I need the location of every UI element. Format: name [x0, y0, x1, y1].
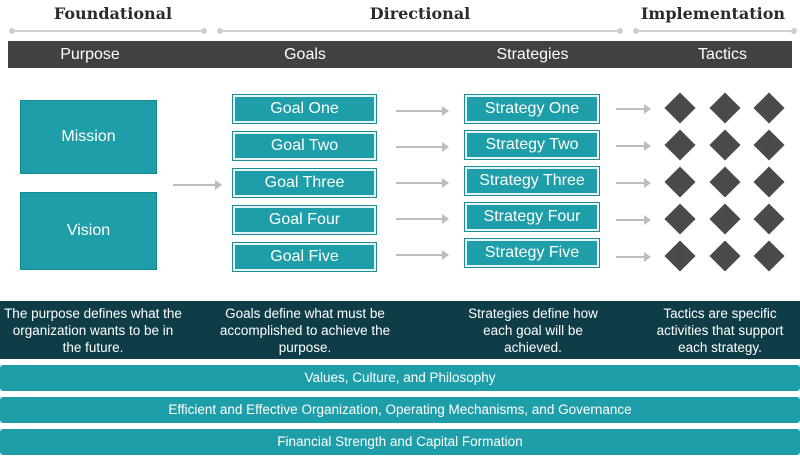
- description-tactics: Tactics are specific activities that sup…: [656, 306, 784, 355]
- strategy-box-five: Strategy Five: [464, 238, 600, 268]
- tactic-diamond: [709, 92, 741, 124]
- description-purpose: The purpose defines what the organizatio…: [4, 306, 182, 355]
- arrow-purpose-to-goals: [173, 180, 222, 190]
- strategy-box-two: Strategy Two: [464, 130, 600, 160]
- phase-rule-implementation: [633, 28, 797, 34]
- goal-box-four: Goal Four: [232, 205, 377, 235]
- column-header-strategies: Strategies: [496, 46, 569, 63]
- column-header-band: [8, 41, 792, 68]
- phase-directional: Directional: [369, 4, 471, 23]
- arrow-goal-to-strategy-one: [396, 106, 449, 116]
- arrow-strategy-to-tactics-one: [616, 104, 651, 114]
- tactic-diamond: [664, 240, 696, 272]
- phase-foundational: Foundational: [53, 4, 173, 23]
- column-header-purpose: Purpose: [60, 46, 120, 63]
- arrow-goal-to-strategy-five: [396, 250, 449, 260]
- mission-box: Mission: [20, 100, 157, 174]
- foundation-bar-financial: Financial Strength and Capital Formation: [0, 429, 800, 455]
- tactic-diamond: [664, 129, 696, 161]
- phase-rule-foundational: [9, 28, 207, 34]
- phase-implementation: Implementation: [640, 4, 786, 23]
- tactic-diamond: [753, 240, 785, 272]
- foundation-bar-values: Values, Culture, and Philosophy: [0, 365, 800, 391]
- tactic-diamond: [709, 240, 741, 272]
- column-header-goals: Goals: [284, 46, 326, 63]
- goal-box-one: Goal One: [232, 94, 377, 124]
- strategy-box-one: Strategy One: [464, 94, 600, 124]
- arrow-goal-to-strategy-four: [396, 214, 449, 224]
- tactic-diamond: [753, 129, 785, 161]
- column-header-tactics: Tactics: [698, 46, 747, 63]
- strategy-box-four: Strategy Four: [464, 202, 600, 232]
- arrow-goal-to-strategy-two: [396, 142, 449, 152]
- tactic-diamond: [709, 129, 741, 161]
- tactic-diamond: [753, 166, 785, 198]
- tactic-diamond: [709, 203, 741, 235]
- description-strategies: Strategies define how each goal will be …: [468, 306, 598, 355]
- tactic-diamond: [753, 92, 785, 124]
- vision-box: Vision: [20, 192, 157, 270]
- arrow-strategy-to-tactics-four: [616, 215, 651, 225]
- description-goals: Goals define what must be accomplished t…: [219, 306, 391, 355]
- description-band: The purpose defines what the organizatio…: [0, 301, 800, 359]
- phase-rule-directional: [217, 28, 623, 34]
- foundation-bar-organization: Efficient and Effective Organization, Op…: [0, 397, 800, 423]
- arrow-strategy-to-tactics-five: [616, 252, 651, 262]
- tactic-diamond: [664, 166, 696, 198]
- tactic-diamond: [753, 203, 785, 235]
- arrow-strategy-to-tactics-three: [616, 178, 651, 188]
- tactic-diamond: [709, 166, 741, 198]
- tactic-diamond: [664, 203, 696, 235]
- arrow-goal-to-strategy-three: [396, 178, 449, 188]
- goal-box-three: Goal Three: [232, 168, 377, 198]
- goal-box-two: Goal Two: [232, 131, 377, 161]
- strategy-box-three: Strategy Three: [464, 166, 600, 196]
- arrow-strategy-to-tactics-two: [616, 141, 651, 151]
- goal-box-five: Goal Five: [232, 242, 377, 272]
- tactic-diamond: [664, 92, 696, 124]
